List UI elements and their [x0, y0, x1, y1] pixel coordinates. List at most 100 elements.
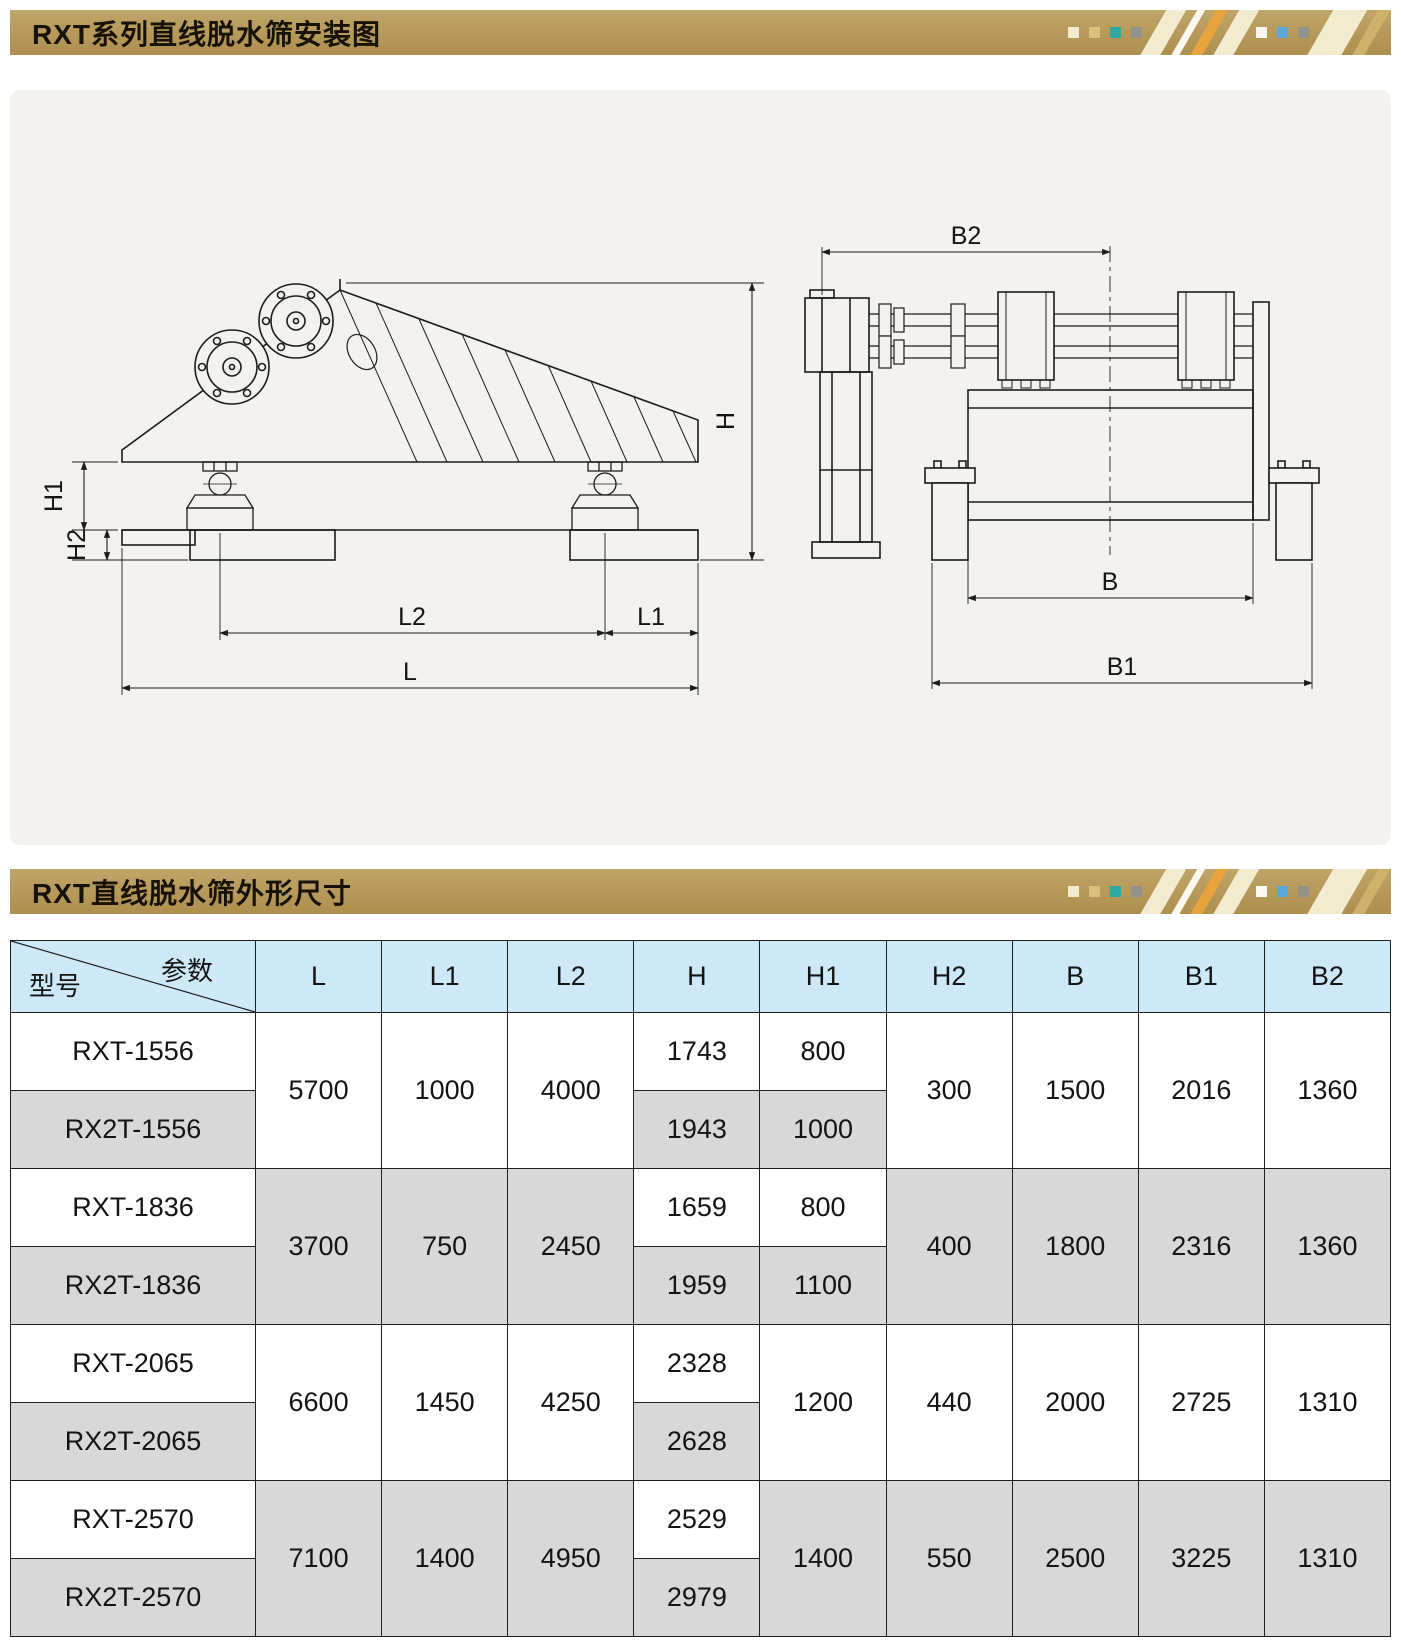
vibration-motor-icon: [258, 283, 334, 359]
spring-support-right: [570, 461, 640, 531]
decor-square: [1110, 27, 1121, 38]
decor-square: [1068, 27, 1079, 38]
cell-H1: 1000: [759, 1090, 887, 1169]
vibration-motor-icon: [194, 329, 270, 405]
decor-square: [1298, 886, 1309, 897]
cell-B2: 1310: [1263, 1324, 1392, 1481]
cell-B2: 1310: [1263, 1480, 1392, 1637]
cell-H: 1943: [633, 1090, 761, 1169]
cell-H1: 1400: [759, 1480, 887, 1637]
dimensions-table-wrap: 参数 型号 L L1 L2 H H1 H2 B B1 B2 RXT-1556 5…: [10, 940, 1392, 1637]
decor-square: [1110, 886, 1121, 897]
cell-model: RX2T-1836: [10, 1246, 256, 1325]
cell-H2: 550: [885, 1480, 1013, 1637]
end-view: [804, 246, 1320, 561]
col-header-B: B: [1011, 940, 1139, 1013]
cell-H1: 800: [759, 1012, 887, 1091]
cell-B1: 2316: [1137, 1168, 1265, 1325]
col-header-L: L: [254, 940, 383, 1013]
cell-H2: 300: [885, 1012, 1013, 1169]
dimension-lines: [72, 247, 1313, 695]
header-decoration: [1058, 10, 1391, 55]
cell-L: 7100: [254, 1480, 383, 1637]
cell-H1: 1100: [759, 1246, 887, 1325]
table-row: RXT-1556 5700 1000 4000 1743 800 300 150…: [10, 1012, 1392, 1169]
cell-L2: 4250: [507, 1324, 635, 1481]
cell-L: 5700: [254, 1012, 383, 1169]
cell-H2: 440: [885, 1324, 1013, 1481]
decor-square: [1277, 886, 1288, 897]
cell-H: 2328: [633, 1324, 761, 1403]
screen-deck-hatching: [339, 289, 697, 463]
spring-support-left: [185, 461, 255, 531]
dim-label-L: L: [403, 658, 417, 686]
cell-B: 1500: [1011, 1012, 1139, 1169]
cell-B2: 1360: [1263, 1168, 1392, 1325]
cell-model: RXT-2065: [10, 1324, 256, 1403]
cell-B2: 1360: [1263, 1012, 1392, 1169]
cell-H: 2979: [633, 1558, 761, 1637]
exciter-housings: [997, 291, 1235, 381]
cell-model: RX2T-1556: [10, 1090, 256, 1169]
cell-model: RXT-2570: [10, 1480, 256, 1559]
cell-H2: 400: [885, 1168, 1013, 1325]
body-opening: [346, 333, 378, 371]
col-header-B1: B1: [1137, 940, 1265, 1013]
cell-H1: 1200: [759, 1324, 887, 1481]
cell-L: 3700: [254, 1168, 383, 1325]
dim-label-L1: L1: [637, 603, 665, 631]
dim-label-B: B: [1102, 568, 1119, 596]
table-row: RXT-1836 3700 750 2450 1659 800 400 1800…: [10, 1168, 1392, 1325]
decor-square: [1256, 27, 1267, 38]
table-row: RX2T-2570 2979: [10, 1558, 1391, 1637]
cell-L1: 750: [381, 1168, 509, 1325]
col-header-H2: H2: [885, 940, 1013, 1013]
dim-label-B2: B2: [951, 222, 982, 250]
cell-B: 2000: [1011, 1324, 1139, 1481]
cell-L: 6600: [254, 1324, 383, 1481]
dim-label-H: H: [712, 412, 740, 430]
section-title-installation: RXT系列直线脱水筛安装图: [32, 18, 382, 50]
cell-L1: 1450: [381, 1324, 509, 1481]
cell-L2: 2450: [507, 1168, 635, 1325]
cell-H: 1659: [633, 1168, 761, 1247]
decor-square: [1131, 27, 1142, 38]
dimension-labels: H H1 H2 L2 L1 L B2 B B1: [40, 222, 1137, 686]
cell-B: 2500: [1011, 1480, 1139, 1637]
col-header-H: H: [633, 940, 761, 1013]
decor-square: [1068, 886, 1079, 897]
extension-lines: [72, 247, 1313, 695]
decor-square: [1131, 886, 1142, 897]
dim-label-L2: L2: [398, 603, 426, 631]
col-header-L1: L1: [381, 940, 509, 1013]
cell-L2: 4000: [507, 1012, 635, 1169]
col-header-L2: L2: [507, 940, 635, 1013]
cell-H: 2628: [633, 1402, 761, 1481]
cell-H1: 800: [759, 1168, 887, 1247]
cell-L1: 1000: [381, 1012, 509, 1169]
decor-square: [1089, 27, 1100, 38]
spring-foot-right: [1268, 460, 1320, 561]
spring-foot-left: [924, 460, 976, 561]
dim-label-B1: B1: [1107, 653, 1138, 681]
decor-square: [1277, 27, 1288, 38]
cell-H: 1959: [633, 1246, 761, 1325]
cell-model: RX2T-2570: [10, 1558, 256, 1637]
installation-drawing: H H1 H2 L2 L1 L B2 B B1: [40, 222, 1320, 695]
cell-B1: 3225: [1137, 1480, 1265, 1637]
dim-label-H2: H2: [63, 529, 91, 561]
screen-box-end: [967, 389, 1254, 521]
table-corner-cell: 参数 型号: [10, 940, 256, 1013]
cell-model: RX2T-2065: [10, 1402, 256, 1481]
cell-model: RXT-1836: [10, 1168, 256, 1247]
cell-B1: 2016: [1137, 1012, 1265, 1169]
left-support-column: [811, 371, 881, 559]
table-row: RX2T-2065 2628: [10, 1402, 1391, 1481]
cell-H: 2529: [633, 1480, 761, 1559]
corner-param-label: 参数: [160, 956, 213, 986]
corner-diagonal-line: [11, 941, 255, 1012]
cell-B1: 2725: [1137, 1324, 1265, 1481]
side-view: [121, 279, 699, 561]
section-header-dimensions: RXT直线脱水筛外形尺寸: [10, 869, 1391, 914]
cell-L2: 4950: [507, 1480, 635, 1637]
